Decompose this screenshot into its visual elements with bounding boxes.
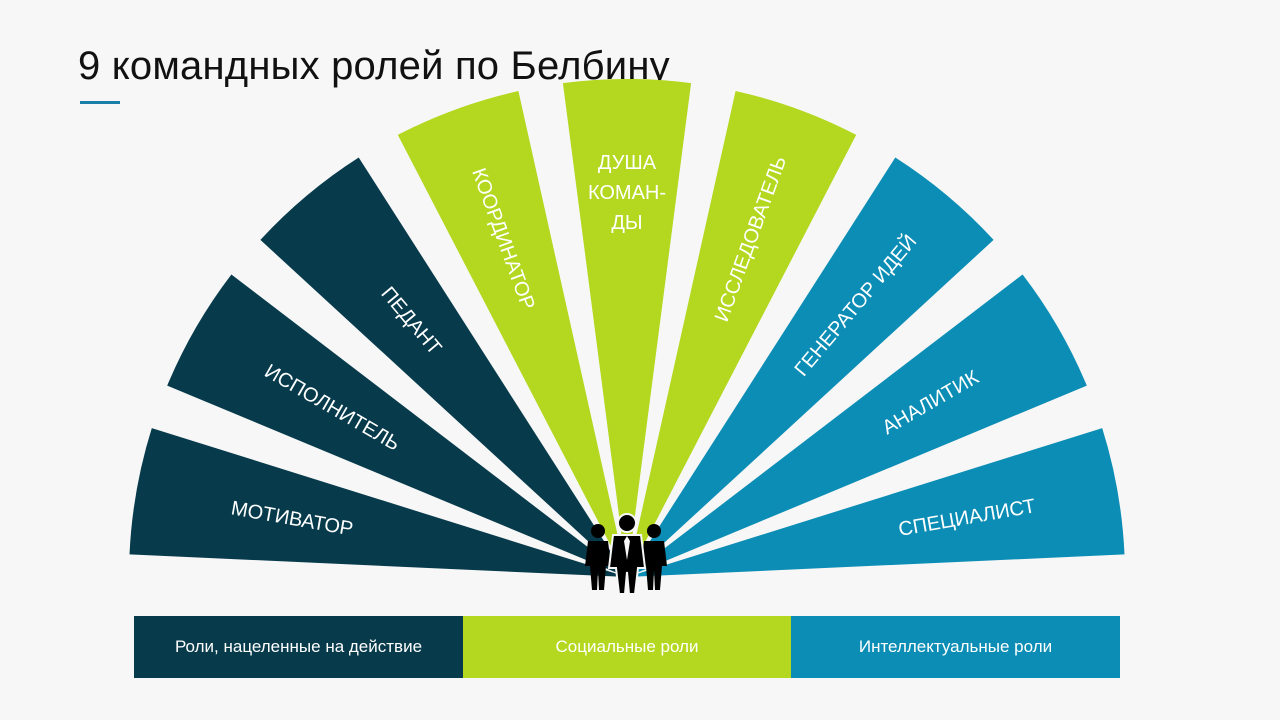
legend-label: Интеллектуальные роли (858, 637, 1053, 656)
page-title: 9 командных ролей по Белбину (78, 44, 670, 88)
legend-label: Роли, нацеленные на действие (174, 637, 423, 656)
role-legend: Роли, нацеленные на действие Социальные … (134, 616, 1120, 678)
role-label-line: КОМАН- (588, 182, 666, 204)
role-segment-7 (627, 157, 994, 577)
role-segment-9 (627, 428, 1125, 577)
role-segment-4 (397, 91, 627, 577)
role-label-line: ДЫ (611, 212, 642, 234)
legend-social: Социальные роли (463, 616, 791, 678)
legend-intellectual: Интеллектуальные роли (791, 616, 1120, 678)
role-segment-3 (260, 157, 627, 577)
role-label-line: ДУША (598, 152, 657, 174)
team-people-icon (585, 513, 667, 595)
legend-action: Роли, нацеленные на действие (134, 616, 463, 678)
title-underline (80, 101, 120, 104)
role-label: ДУША КОМАН- ДЫ (588, 152, 666, 234)
role-segment-6 (627, 91, 857, 577)
role-segment-8 (627, 274, 1087, 577)
legend-label: Социальные роли (555, 637, 699, 656)
role-segment-1 (129, 428, 627, 577)
role-segment-2 (167, 274, 627, 577)
role-segment-5 (562, 78, 692, 577)
